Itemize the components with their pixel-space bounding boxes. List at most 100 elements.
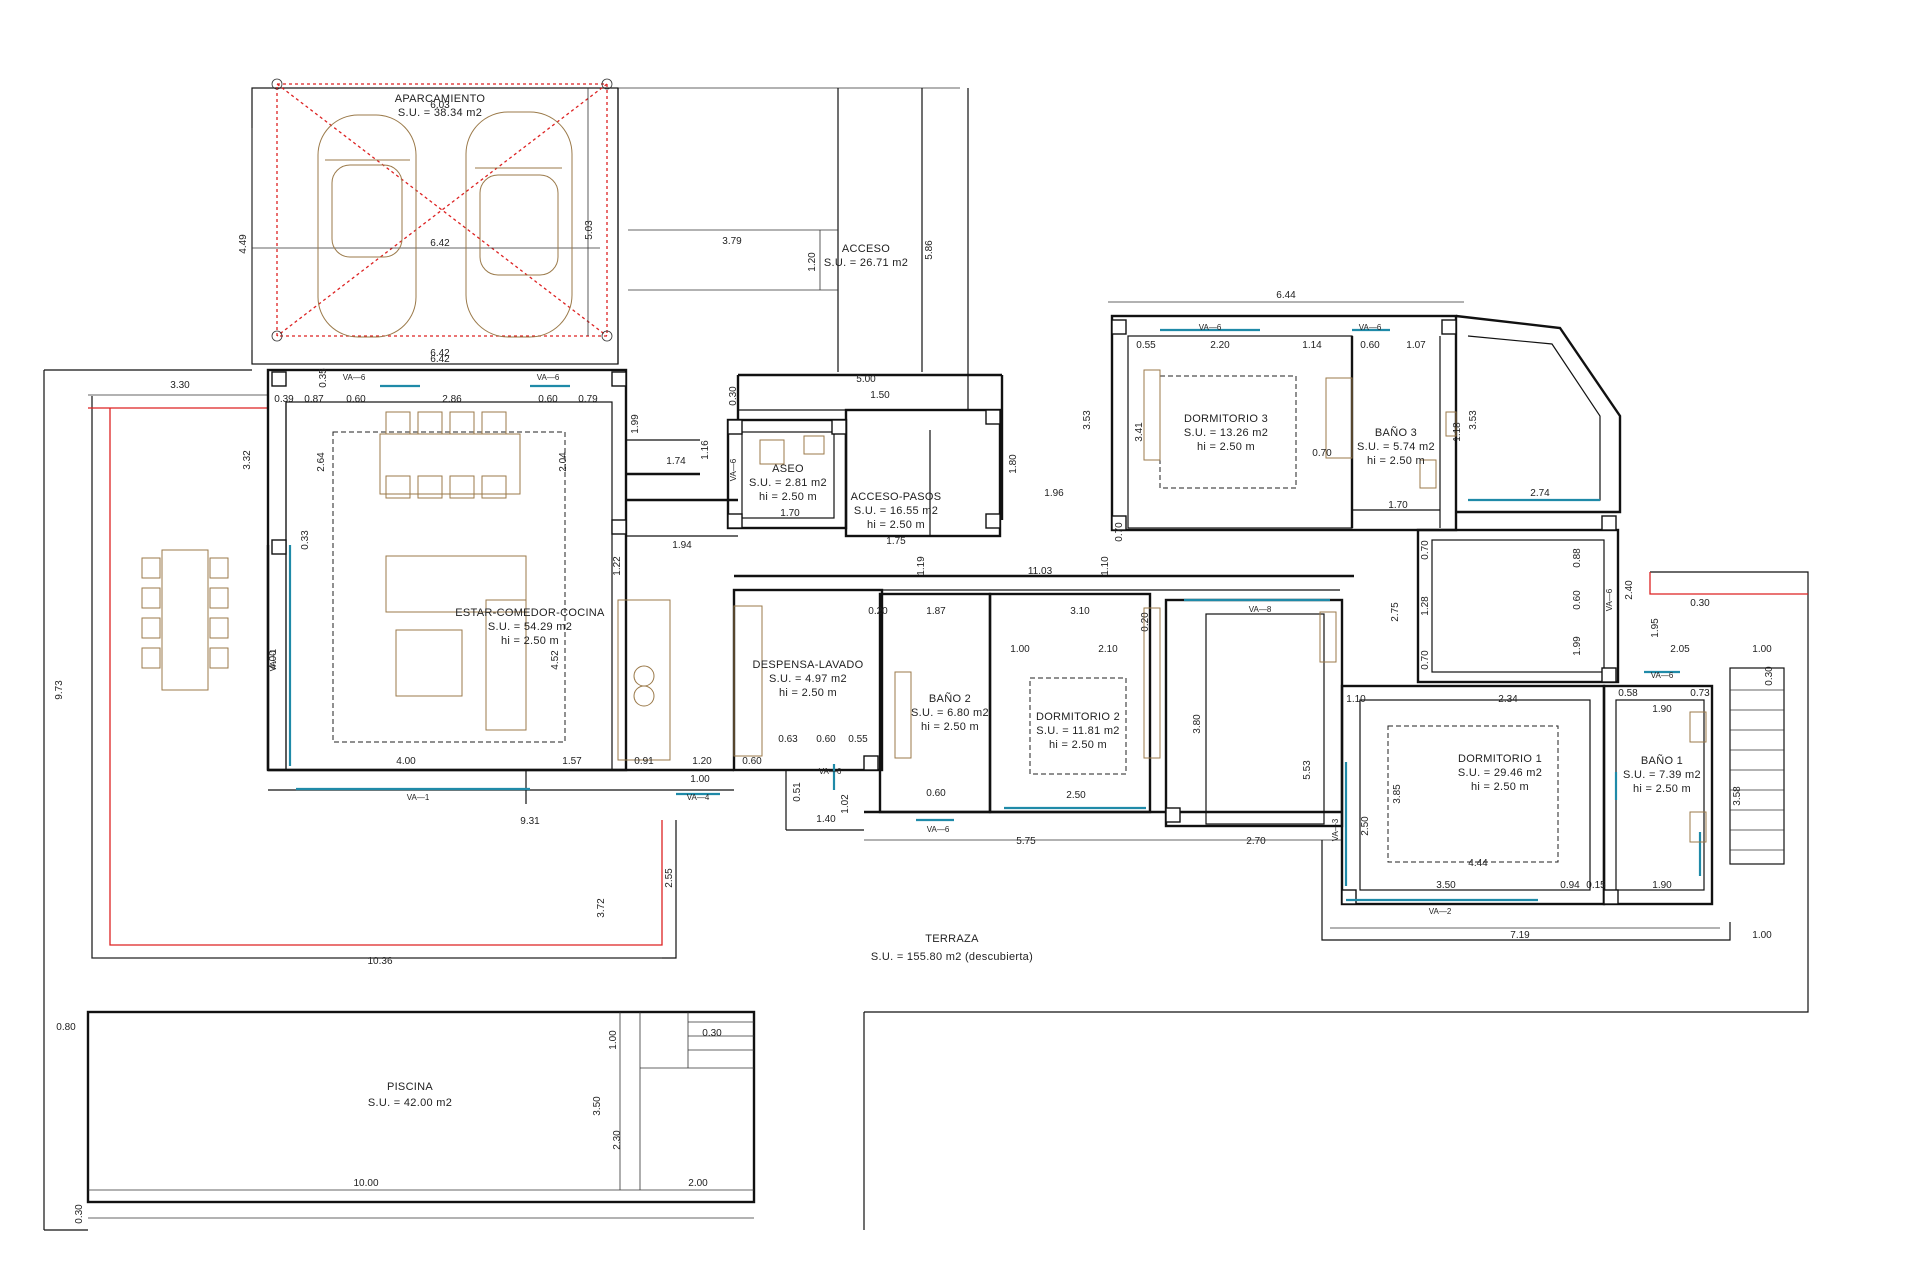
room-area-aseo: S.U. = 2.81 m2 [749, 477, 827, 489]
room-name-dormitorio2: DORMITORIO 2 [1036, 711, 1120, 723]
dining-table-icon [141, 549, 229, 691]
dim-label: 3.72 [596, 898, 607, 918]
dim-label: 6.44 [1276, 290, 1296, 301]
structural-columns [271, 319, 1619, 905]
dim-label: 6.03 [430, 100, 450, 111]
room-name-bano2: BAÑO 2 [929, 692, 971, 705]
window-tag: VA—3 [1331, 818, 1340, 841]
room-name-terraza: TERRAZA [925, 933, 979, 945]
dim-label: 1.57 [562, 756, 582, 767]
window-tag: VA—6 [1605, 588, 1614, 611]
interior-furniture [379, 369, 1707, 843]
room-name-aparcamiento: APARCAMIENTO [395, 93, 486, 105]
dim-label: 3.79 [722, 236, 742, 247]
dim-label: 6.42 [430, 348, 450, 359]
dim-label: 1.20 [692, 756, 712, 767]
window-tag: VA—6 [1651, 671, 1674, 680]
dim-label: 2.30 [612, 1130, 623, 1150]
room-height-bano1: hi = 2.50 m [1633, 783, 1691, 795]
dim-label: 1.00 [1752, 644, 1772, 655]
room-name-dormitorio1: DORMITORIO 1 [1458, 753, 1542, 765]
dim-label: 1.10 [1100, 556, 1111, 576]
dim-label: 1.90 [1652, 880, 1672, 891]
room-name-despensa: DESPENSA-LAVADO [752, 659, 863, 671]
dim-label: 1.96 [1044, 488, 1064, 499]
dim-label: 2.04 [558, 452, 569, 472]
room-name-aseo: ASEO [772, 463, 804, 475]
dim-label: 0.55 [1136, 340, 1156, 351]
room-area-aparcamiento: S.U. = 38.34 m2 [398, 107, 482, 119]
dim-label: 0.55 [848, 734, 868, 745]
dim-label: 0.80 [56, 1022, 76, 1033]
window-tag: VA—8 [1249, 605, 1272, 614]
dim-label: 3.50 [592, 1096, 603, 1116]
dim-label: 1.95 [1650, 618, 1661, 638]
dim-label: 2.10 [1098, 644, 1118, 655]
dim-label: 4.00 [396, 756, 416, 767]
room-height-despensa: hi = 2.50 m [779, 687, 837, 699]
dim-label: 2.20 [1210, 340, 1230, 351]
dim-label: 1.70 [1388, 500, 1408, 511]
dim-label: 1.87 [926, 606, 946, 617]
dim-label: 0.60 [742, 756, 762, 767]
dim-label: 4.44 [1468, 858, 1488, 869]
dim-label: 0.30 [728, 386, 739, 406]
dim-label: 7.19 [1510, 930, 1530, 941]
room-name-bano1: BAÑO 1 [1641, 754, 1683, 767]
dim-label: 2.50 [1360, 816, 1371, 836]
room-height-aseo: hi = 2.50 m [759, 491, 817, 503]
dim-label: 0.70 [1114, 522, 1125, 542]
dim-label: 1.28 [1420, 596, 1431, 616]
room-name-dormitorio3: DORMITORIO 3 [1184, 413, 1268, 425]
dim-label: 0.73 [1690, 688, 1710, 699]
room-area-piscina: S.U. = 42.00 m2 [368, 1097, 452, 1109]
dim-label: 1.00 [690, 774, 710, 785]
dim-label: 0.30 [1764, 666, 1775, 686]
dim-label: 0.60 [1360, 340, 1380, 351]
dim-label: 1.90 [1652, 704, 1672, 715]
dim-label: 0.87 [304, 394, 324, 405]
dim-label: 2.74 [1530, 488, 1550, 499]
room-area-dormitorio3: S.U. = 13.26 m2 [1184, 427, 1268, 439]
window-tag: VA—4 [687, 793, 710, 802]
dim-label: 2.34 [1498, 694, 1518, 705]
dim-label: 4.49 [238, 234, 249, 254]
dim-label: 0.60 [1572, 590, 1583, 610]
dim-label: 1.80 [1008, 454, 1019, 474]
dim-label: 3.30 [170, 380, 190, 391]
dim-label: 0.20 [1140, 612, 1151, 632]
dim-label: 1.74 [666, 456, 686, 467]
dim-label: 0.20 [868, 606, 888, 617]
dim-label: 0.91 [634, 756, 654, 767]
room-labels: ESTAR-COMEDOR-COCINA S.U. = 54.29 m2 hi … [455, 413, 1701, 795]
dim-label: 10.00 [353, 1178, 378, 1189]
dim-label: 5.00 [856, 374, 876, 385]
window-tag: VA—6 [729, 458, 738, 481]
car-icon [465, 111, 573, 338]
window-tag: VA—1 [269, 648, 278, 671]
room-area-despensa: S.U. = 4.97 m2 [769, 673, 847, 685]
dim-label: 0.15 [1586, 880, 1606, 891]
dim-label: 1.75 [886, 536, 906, 547]
dim-label: 3.58 [1732, 786, 1743, 806]
room-area-acceso-pasos: S.U. = 16.55 m2 [854, 505, 938, 517]
window-openings [288, 328, 1702, 902]
room-height-dormitorio3: hi = 2.50 m [1197, 441, 1255, 453]
dim-label: 1.22 [612, 556, 623, 576]
window-tag: VA—6 [1359, 323, 1382, 332]
dim-label: 3.10 [1070, 606, 1090, 617]
dim-label: 0.60 [926, 788, 946, 799]
dim-label: 1.00 [1010, 644, 1030, 655]
dim-label: 0.30 [1690, 598, 1710, 609]
window-tag: VA—6 [819, 767, 842, 776]
dim-label: 2.50 [1066, 790, 1086, 801]
dim-label: 1.50 [870, 390, 890, 401]
window-tag: VA—2 [1429, 907, 1452, 916]
room-area-bano1: S.U. = 7.39 m2 [1623, 769, 1701, 781]
dim-label: 0.94 [1560, 880, 1580, 891]
dim-label: 0.35 [318, 368, 329, 388]
dim-label: 2.64 [316, 452, 327, 472]
dim-label: 1.07 [1406, 340, 1426, 351]
room-height-dormitorio1: hi = 2.50 m [1471, 781, 1529, 793]
